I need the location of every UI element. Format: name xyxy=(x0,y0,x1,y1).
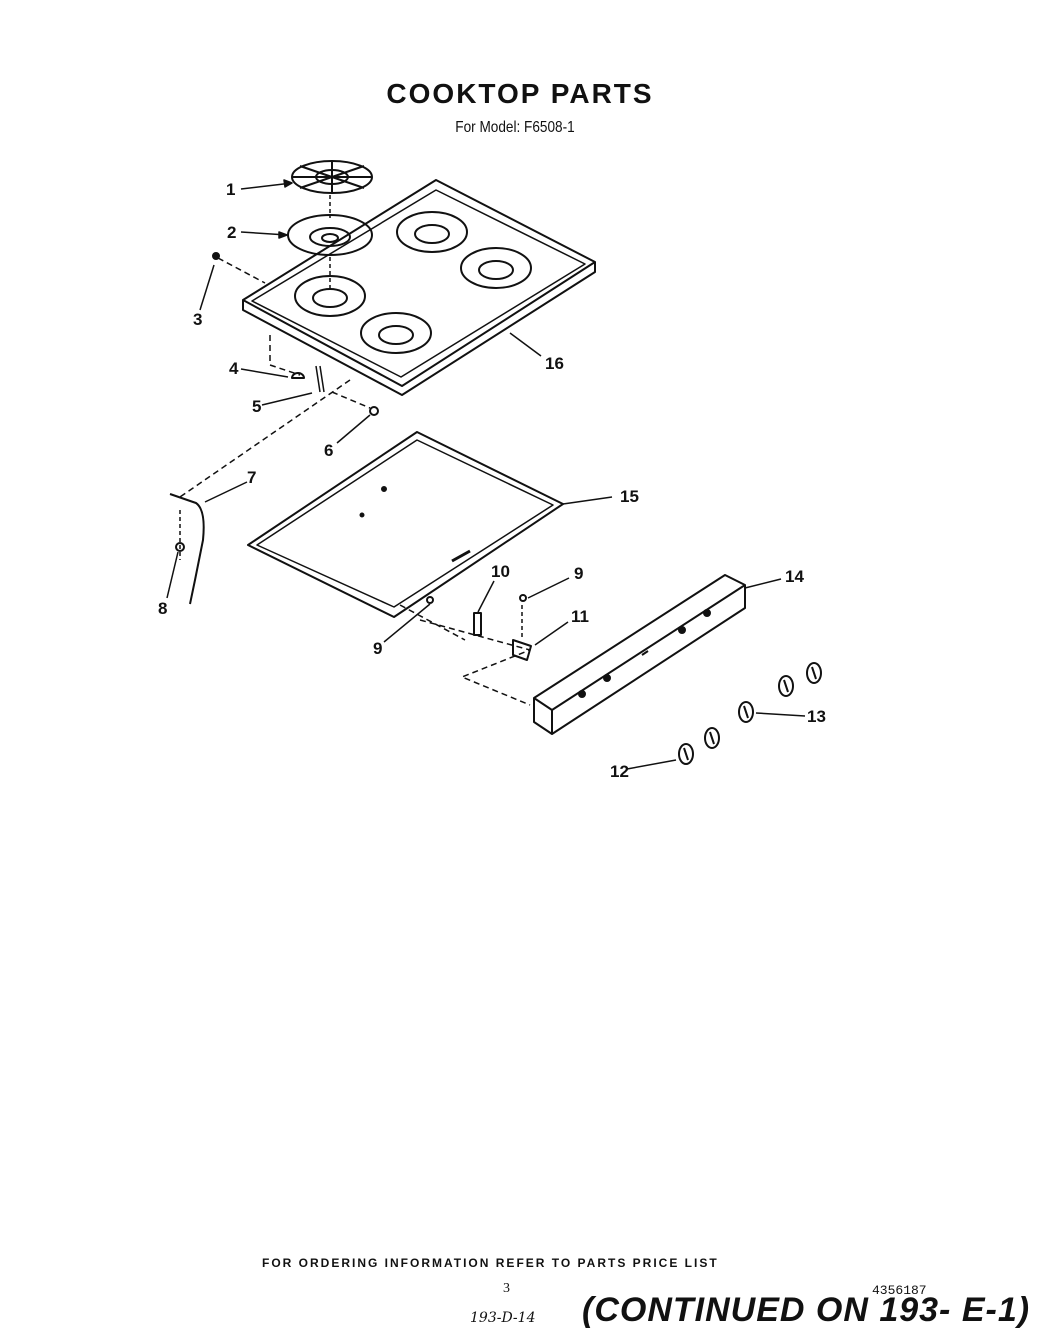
control-panel xyxy=(533,574,746,735)
burner-bowl xyxy=(287,214,373,256)
callout-9-left: 9 xyxy=(373,639,382,658)
callout-9-right: 9 xyxy=(574,564,583,583)
ordering-note: FOR ORDERING INFORMATION REFER TO PARTS … xyxy=(262,1256,719,1270)
callout-13: 13 xyxy=(807,707,826,726)
callout-15: 15 xyxy=(620,487,639,506)
callout-2: 2 xyxy=(227,223,236,242)
callout-7: 7 xyxy=(247,468,256,487)
page-title: COOKTOP PARTS xyxy=(386,78,654,109)
wire-assembly xyxy=(169,493,205,605)
callout-1: 1 xyxy=(226,180,235,199)
model-line: For Model: F6508-1 xyxy=(455,119,575,136)
callout-11: 11 xyxy=(571,607,589,626)
callout-14: 14 xyxy=(785,567,804,586)
control-knobs xyxy=(678,662,822,765)
exploded-parts-diagram: 1 2 3 4 5 6 7 8 9 10 9 11 14 15 16 13 12 xyxy=(158,160,826,781)
callout-10: 10 xyxy=(491,562,510,581)
callout-8: 8 xyxy=(158,599,167,618)
document-number: 4356187 xyxy=(872,1283,927,1298)
cooktop-pan xyxy=(247,431,564,618)
callout-16: 16 xyxy=(545,354,564,373)
page-number: 3 xyxy=(503,1281,510,1296)
callout-6: 6 xyxy=(324,441,333,460)
cooktop-top xyxy=(242,179,596,396)
callout-5: 5 xyxy=(252,397,261,416)
callout-labels: 1 2 3 4 5 6 7 8 9 10 9 11 14 15 16 13 12 xyxy=(158,180,826,781)
continued-note: (CONTINUED ON 193- E-1) xyxy=(582,1291,1031,1329)
small-hardware xyxy=(291,365,379,416)
callout-4: 4 xyxy=(229,359,239,378)
callout-12: 12 xyxy=(610,762,629,781)
burner-grate xyxy=(291,160,373,194)
callout-3: 3 xyxy=(193,310,202,329)
handwritten-reference: 193-D-14 xyxy=(470,1310,536,1326)
